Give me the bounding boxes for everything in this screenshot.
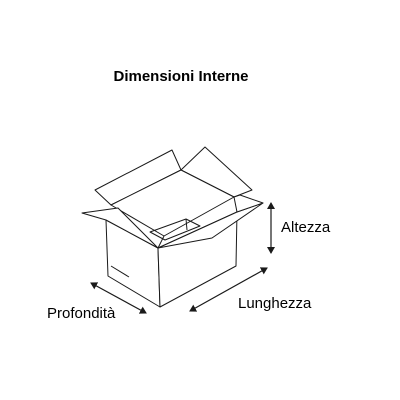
depth-arrow (90, 282, 147, 314)
box-crease-bottom (110, 265, 130, 278)
length-arrow (189, 267, 268, 312)
box-crease-left (157, 235, 165, 249)
box-inner-floor-edge (185, 218, 188, 231)
open-box-icon (81, 146, 264, 308)
diagram-title: Dimensioni Interne (113, 68, 249, 85)
box-right-front-flap-outer (233, 194, 264, 213)
box-inner-floor (149, 218, 201, 241)
length-label: Lunghezza (238, 295, 312, 312)
depth-label: Profondità (47, 305, 116, 322)
box-left-front-flap (81, 207, 159, 249)
height-label: Altezza (281, 219, 331, 236)
